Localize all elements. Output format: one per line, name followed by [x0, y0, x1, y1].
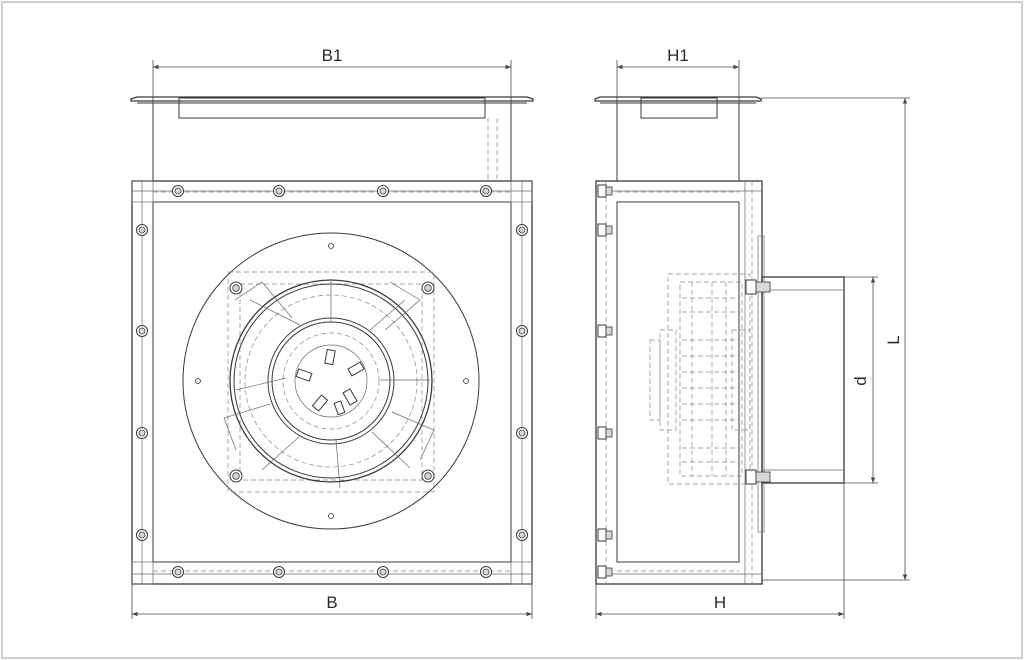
bolt-icon	[480, 566, 492, 578]
bolt-icon	[516, 224, 528, 236]
bolt-icon	[421, 469, 435, 483]
bolt-icon	[273, 185, 285, 197]
bolt-icon	[597, 426, 613, 440]
bolt-icon	[516, 427, 528, 439]
bolt-icon	[136, 427, 148, 439]
dimension-label-d: d	[851, 376, 870, 385]
bolt-icon	[597, 184, 613, 198]
dimension-label-h: H	[714, 593, 726, 612]
bolt-icon	[597, 528, 613, 542]
bolt-icon	[480, 185, 492, 197]
bolt-icon	[597, 565, 613, 579]
bolt-icon	[136, 529, 148, 541]
bolt-icon	[172, 185, 184, 197]
bolt-icon	[516, 529, 528, 541]
dimension-label-l: L	[884, 335, 903, 344]
bolt-icon	[516, 325, 528, 337]
front-view	[130, 96, 534, 585]
bolt-icon	[597, 223, 613, 237]
bolt-icon	[597, 324, 613, 338]
bolt-icon	[377, 185, 389, 197]
front-view-bolts	[136, 185, 528, 578]
bolt-icon	[136, 325, 148, 337]
side-view	[594, 96, 845, 585]
dimension-label-h1: H1	[667, 46, 689, 65]
bolt-icon	[172, 566, 184, 578]
bolt-icon	[229, 469, 243, 483]
bolt-icon	[421, 281, 435, 295]
bolt-icon	[229, 281, 243, 295]
bolt-icon	[377, 566, 389, 578]
dimension-label-b1: B1	[322, 46, 343, 65]
dimension-label-b: B	[326, 593, 337, 612]
side-view-bolts	[597, 184, 613, 579]
bolt-icon	[273, 566, 285, 578]
bolt-icon	[136, 224, 148, 236]
dimension-lines	[131, 60, 910, 619]
